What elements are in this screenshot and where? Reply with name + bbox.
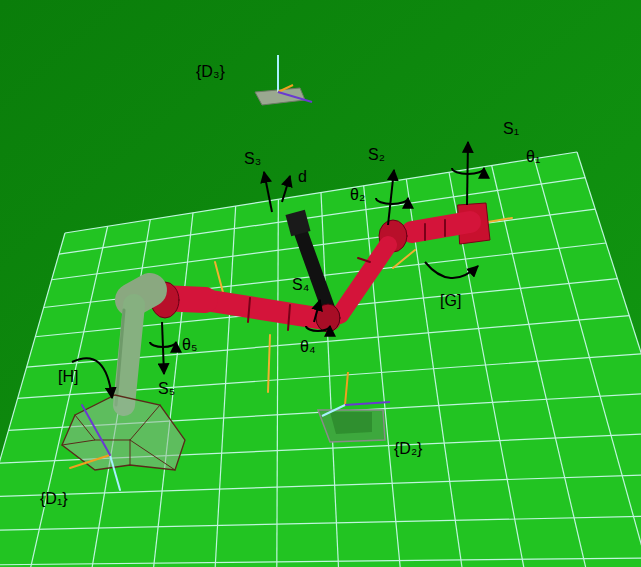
frame-label: {D₂} — [394, 440, 422, 458]
frame-label: [H] — [58, 368, 78, 386]
target-frame-d2 — [318, 372, 390, 442]
grid-line — [0, 233, 65, 567]
axis-label: S₂ — [368, 146, 385, 164]
grid-line — [0, 515, 641, 530]
grid-line — [150, 213, 193, 567]
axis-label: S₁ — [503, 120, 519, 138]
grid-line — [534, 159, 641, 567]
angle-label: θ₅ — [182, 336, 197, 354]
angle-label: θ₁ — [526, 148, 540, 166]
grid-line — [213, 206, 235, 567]
robot-arm — [62, 203, 512, 490]
floor-grid — [0, 152, 641, 567]
grid-line — [18, 354, 641, 398]
grid-line — [321, 193, 340, 567]
axis-label: S₃ — [244, 150, 261, 168]
grid-line — [577, 152, 641, 567]
grid-line — [0, 474, 641, 497]
angle-label: θ₄ — [300, 338, 315, 356]
axis-label: d — [298, 168, 307, 186]
grid-line — [0, 557, 641, 565]
angle-label: θ₂ — [350, 186, 365, 204]
grid-line — [277, 199, 279, 567]
grid-line — [492, 166, 594, 567]
frame-label: {D₁} — [40, 490, 68, 508]
axis-label: S₅ — [158, 380, 175, 398]
floor — [0, 152, 641, 567]
axis-label: S₄ — [292, 276, 309, 294]
frame-label: {D₃} — [196, 63, 225, 81]
frame-label: [G] — [440, 292, 461, 310]
joint-axes — [72, 142, 484, 398]
target-frame-d3 — [255, 55, 312, 105]
